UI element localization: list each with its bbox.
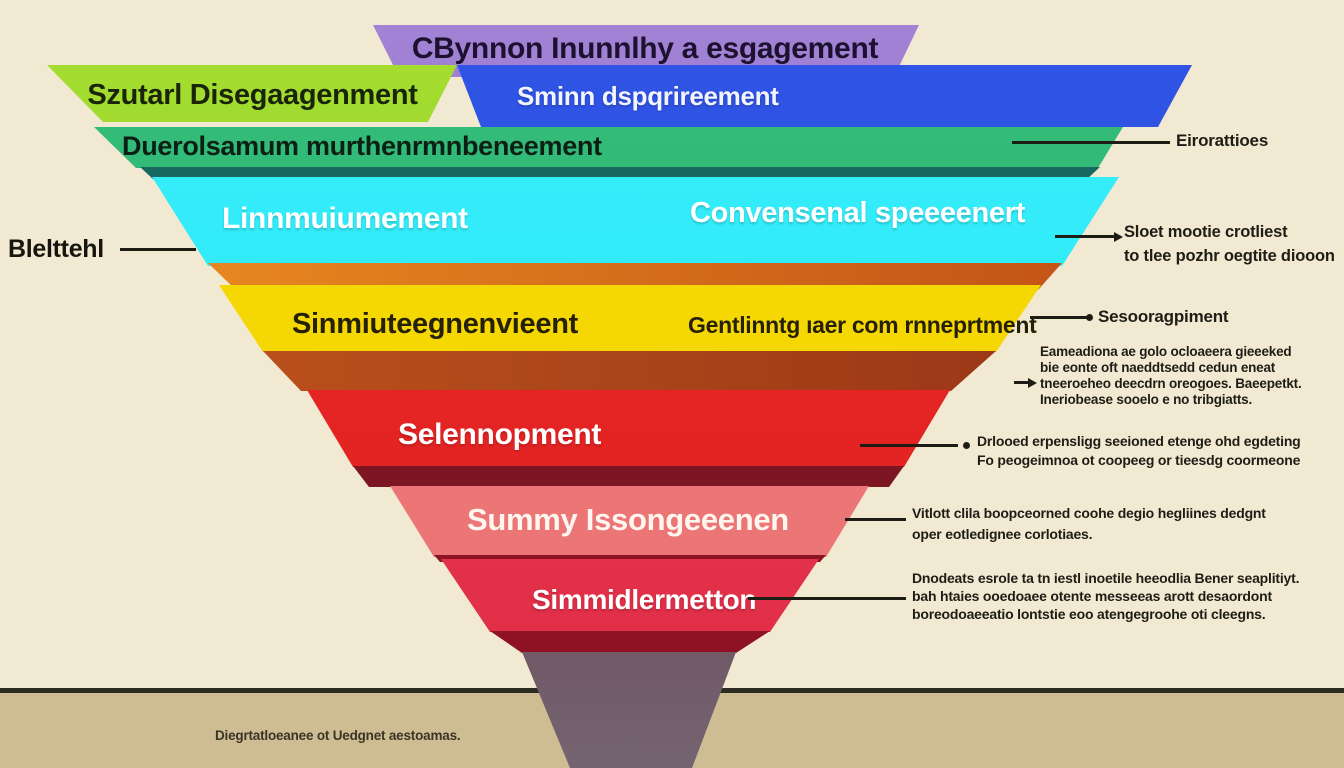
band-label-yellow-right: Gentlinntg ıaer com rnneprtment: [688, 312, 1037, 338]
annotation-text: Sesooragpiment: [1098, 307, 1229, 326]
arrow-right-icon: [1114, 232, 1123, 242]
connector-line-7: [748, 597, 906, 600]
annotation-text: Fo peogeimnoa ot coopeeg or tieesdg coor…: [977, 452, 1301, 468]
annotation-text: Sloet mootie crotliest: [1124, 223, 1288, 241]
band-label-pink: Summy Issongeeenen: [467, 502, 789, 537]
annotation-6: Vitlott clila boopceorned coohe degio he…: [912, 503, 1266, 545]
annotation-2: Sloet mootie crotliest to tlee pozhr oeg…: [1124, 220, 1335, 268]
connector-line-1: [1012, 141, 1170, 144]
annotation-3: Sesooragpiment: [1098, 307, 1229, 327]
annotation-text: Ineriobease sooelo e no tribgiatts.: [1040, 392, 1253, 407]
annotation-text: oper eotledignee corlotiaes.: [912, 526, 1093, 542]
connector-line-2: [1055, 235, 1115, 238]
connector-line-3: [1030, 316, 1088, 319]
annotation-4: Eameadiona ae golo ocloaeera gieeeked bi…: [1040, 344, 1302, 408]
band-label-teal: Duerolsamum murthenrmnbeneement: [122, 131, 602, 161]
bullet-dot-icon: [963, 442, 970, 449]
annotation-text: Vitlott clila boopceorned coohe degio he…: [912, 505, 1266, 521]
band-label-crimson: Simmidlermetton: [532, 584, 757, 615]
annotation-1: Eirorattioes: [1176, 131, 1268, 151]
annotation-text: tneeroeheo deecdrn oreogoes. Baeepetkt.: [1040, 376, 1302, 391]
annotation-text: bah htaies ooedoaee otente messeeas arot…: [912, 588, 1272, 604]
connector-line-6: [845, 518, 906, 521]
annotation-7: Dnodeats esrole ta tn iestl inoetile hee…: [912, 569, 1299, 623]
band-label-red: Selennopment: [398, 418, 602, 451]
arrow-right-icon: [1028, 378, 1037, 388]
annotation-text: boreodoaeeatio lontstie eoo atengegroohe…: [912, 606, 1266, 622]
annotation-text: Drlooed erpensligg seeioned etenge ohd e…: [977, 433, 1301, 449]
band-label-yellow-left: Sinmiuteegnenvieent: [292, 308, 578, 340]
connector-line-left: [120, 248, 196, 251]
connector-line-4: [1014, 381, 1030, 384]
annotation-text: to tlee pozhr oegtite diooon: [1124, 247, 1335, 265]
band-label-cyan-right: Convensenal speeeenert: [690, 197, 1026, 229]
annotation-text: Dnodeats esrole ta tn iestl inoetile hee…: [912, 570, 1300, 586]
arrow-dot-icon: [1086, 314, 1093, 321]
connector-line-5: [860, 444, 958, 447]
band-label-green: Szutarl Disegaagenment: [87, 79, 418, 111]
annotation-text: bie eonte oft naeddtsedd cedun eneat: [1040, 360, 1276, 375]
band-label-blue: Sminn dspqrireement: [517, 81, 779, 111]
annotation-5: Drlooed erpensligg seeioned etenge ohd e…: [977, 432, 1301, 470]
annotation-text: Eirorattioes: [1176, 131, 1269, 150]
annotation-text: Eameadiona ae golo ocloaeera gieeeked: [1040, 344, 1292, 359]
band-label-cyan-left: Linnmuiumement: [222, 202, 468, 235]
footer-caption: Diegrtatloeanee ot Uedgnet aestoamas.: [215, 728, 461, 743]
band-label-top: CBynnon Inunnlhy a esgagement: [411, 32, 879, 65]
left-annotation-label: Blelttehl: [8, 235, 104, 263]
